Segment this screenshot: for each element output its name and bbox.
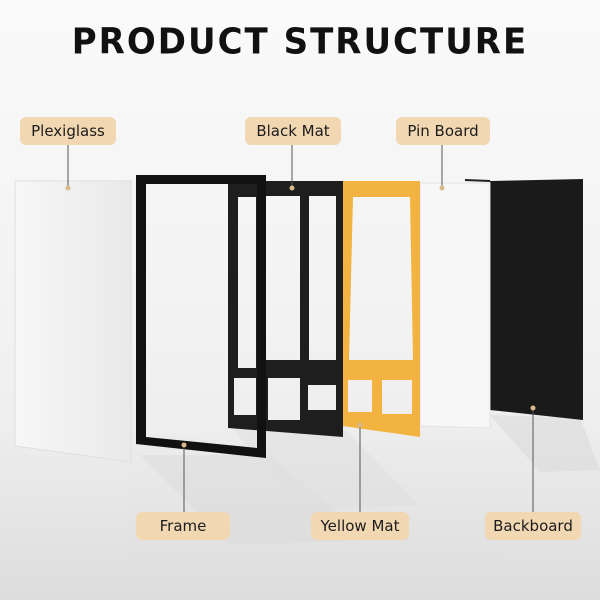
label-frame: Frame: [136, 512, 230, 540]
label-black-mat: Black Mat: [245, 117, 341, 145]
page-title: PRODUCT STRUCTURE: [71, 21, 529, 63]
label-backboard: Backboard: [485, 512, 581, 540]
leader-dots: [65, 185, 536, 448]
label-plexiglass: Plexiglass: [20, 117, 116, 145]
plexiglass-panel: [14, 180, 132, 463]
yellow-mat-panel: [343, 181, 420, 437]
backboard-panel: [464, 179, 583, 420]
label-yellow-mat: Yellow Mat: [311, 512, 409, 540]
leader-lines: [67, 143, 534, 512]
pin-board-panel: [419, 182, 491, 429]
black-mat-panel: [228, 181, 343, 437]
label-pin-board: Pin Board: [396, 117, 490, 145]
